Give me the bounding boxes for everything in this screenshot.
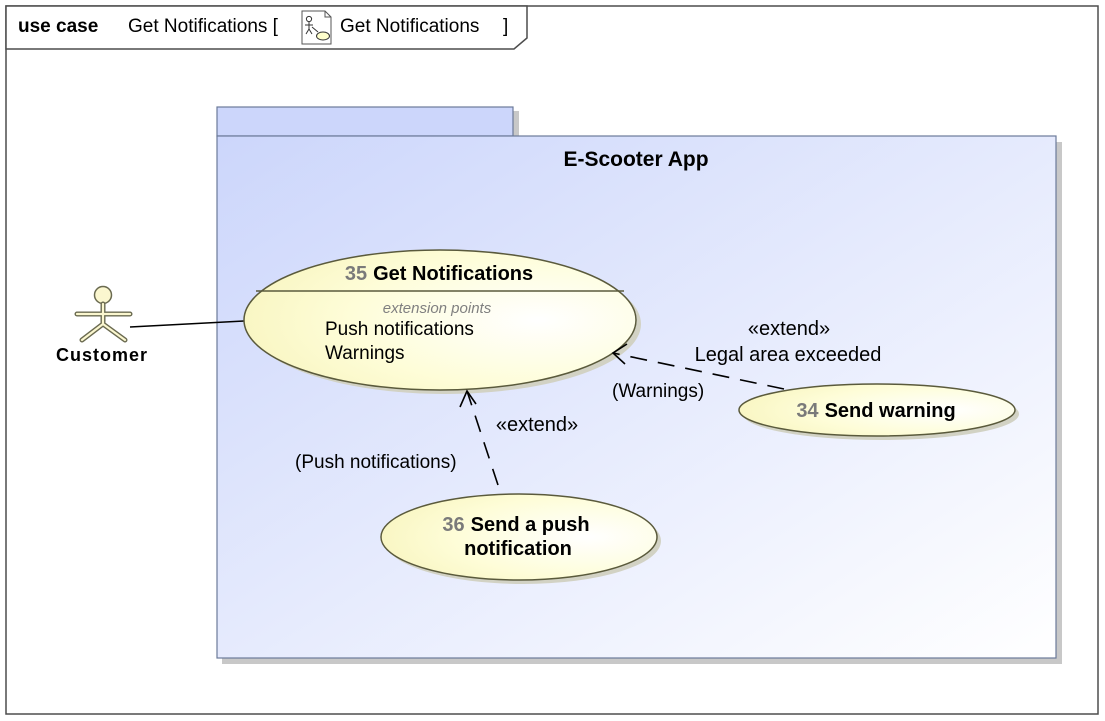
use-case-get-notifications[interactable]: 35 Get Notifications extension points Pus…: [243, 249, 641, 394]
use-case-number: 34: [796, 400, 819, 422]
actor-customer[interactable]: Customer: [56, 285, 148, 366]
extension-point-warnings: Warnings: [325, 343, 405, 364]
frame-name: Get Notifications [: [128, 16, 279, 37]
use-case-name: Send a push: [471, 514, 590, 536]
use-case-title-line1: 36 Send a push: [442, 514, 589, 536]
use-case-diagram-icon: [301, 10, 332, 45]
extend-condition: Legal area exceeded: [695, 344, 882, 366]
extend-dashed-line: [612, 352, 785, 390]
use-case-title-line2: notification: [464, 538, 572, 560]
actor-head: [93, 285, 113, 305]
system-title: E-Scooter App: [563, 148, 708, 171]
extend-stereotype: «extend»: [748, 318, 830, 340]
use-case-ellipse: [380, 493, 658, 581]
association-line[interactable]: [129, 320, 245, 328]
use-case-ellipse: [243, 249, 637, 391]
use-case-title: 35 Get Notifications: [345, 263, 533, 285]
extend-arrowhead: [459, 389, 477, 408]
use-case-send-push-notification[interactable]: 36 Send a push notification: [380, 493, 661, 584]
extension-point-label: (Push notifications): [295, 452, 457, 473]
use-case-ellipse: [738, 383, 1016, 437]
extension-point-label: (Warnings): [612, 381, 704, 402]
extend-arrowhead: [611, 343, 628, 365]
use-case-name: Send warning: [825, 400, 956, 422]
system-tab: [216, 106, 514, 137]
use-case-name: Get Notifications: [373, 263, 533, 285]
use-case-number: 36: [442, 514, 464, 536]
use-case-title: 34 Send warning: [796, 400, 955, 422]
frame-close-bracket: ]: [503, 16, 508, 37]
frame-diagram-name: Get Notifications: [340, 16, 479, 37]
extend-relation-push[interactable]: «extend» (Push notifications): [295, 389, 578, 486]
actor-name: Customer: [56, 345, 148, 365]
extend-relation-warning[interactable]: «extend» Legal area exceeded (Warnings): [611, 318, 882, 402]
extend-dashed-line: [466, 390, 499, 486]
frame-keyword: use case: [18, 16, 98, 37]
extend-stereotype: «extend»: [496, 414, 578, 436]
use-case-number: 35: [345, 263, 367, 285]
use-case-send-warning[interactable]: 34 Send warning: [738, 383, 1019, 440]
extension-point-push: Push notifications: [325, 319, 474, 340]
frame-header-tab: [5, 5, 528, 50]
compartment-title: extension points: [383, 300, 492, 317]
